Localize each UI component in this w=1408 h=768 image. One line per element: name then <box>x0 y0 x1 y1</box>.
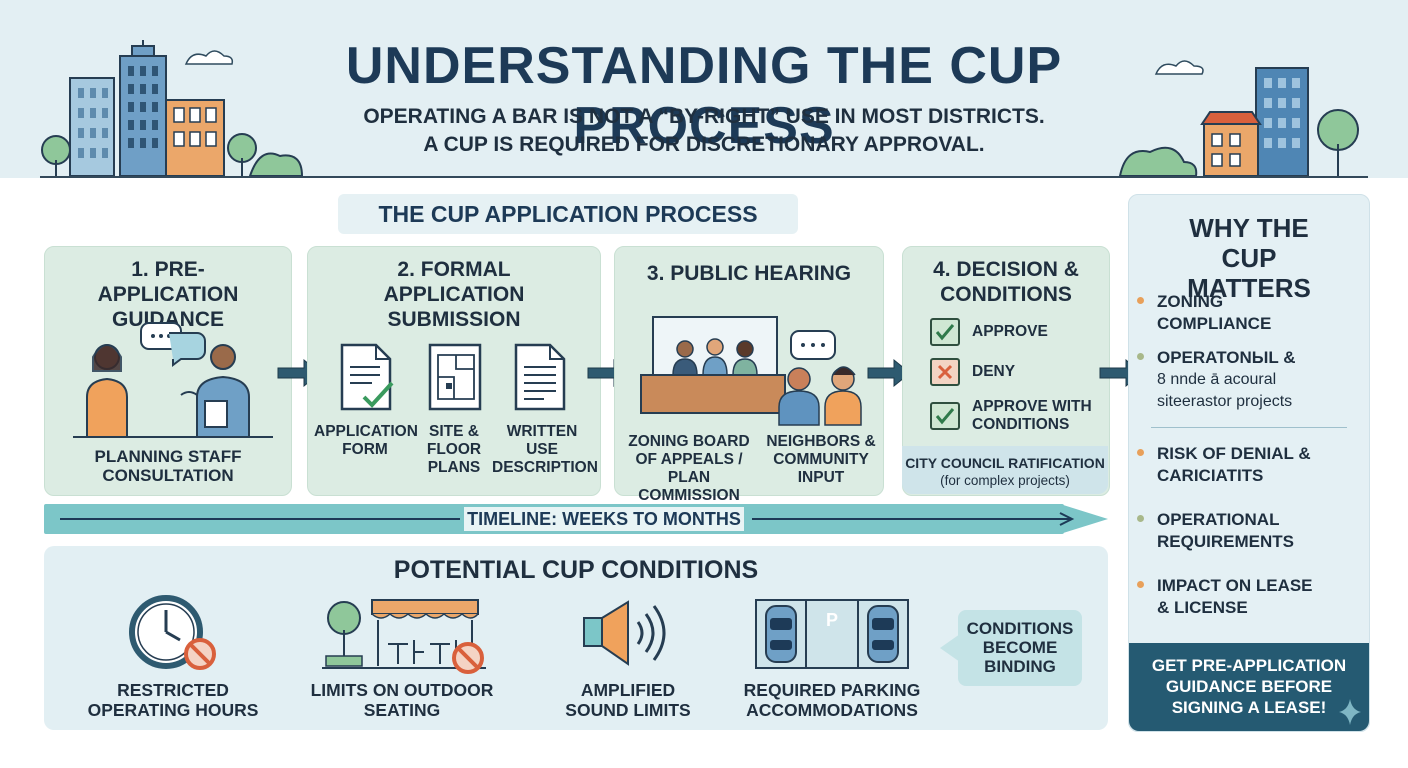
why-item-lease: IMPACT ON LEASE & LICENSE <box>1137 575 1357 619</box>
step-2-title: 2. FORMAL APPLICATION SUBMISSION <box>383 258 525 331</box>
step-4-title: 4. DECISION & CONDITIONS <box>933 258 1079 306</box>
outdoor-seating-icon <box>322 599 486 674</box>
conditions-binding-note: CONDITIONS BECOME BINDING <box>958 610 1082 686</box>
checkmark-icon <box>930 402 960 430</box>
decision-approve: APPROVE <box>930 318 1048 346</box>
public-hearing-illustration <box>640 316 862 426</box>
bullet-dot <box>1137 515 1144 522</box>
decision-approve-with-conditions-label: APPROVE WITH CONDITIONS <box>972 398 1092 433</box>
why-item-requirements: OPERATIONAL REQUIREMENTS <box>1137 509 1357 553</box>
condition-sound-label: AMPLIFIED SOUND LIMITS <box>565 680 691 720</box>
why-item-operational: OPERATONЫL & 8 nnde ā acoural siteerasto… <box>1137 347 1357 413</box>
binding-pointer-icon <box>940 634 960 662</box>
timeline-label: TIMELINE: WEEKS TO MONTHS <box>464 507 744 531</box>
decision-approve-label: APPROVE <box>972 323 1048 340</box>
why-callout: GET PRE-APPLICATION GUIDANCE BEFORE SIGN… <box>1129 643 1369 731</box>
why-item-text: ZONING COMPLIANCE <box>1157 292 1272 333</box>
process-heading: THE CUP APPLICATION PROCESS <box>338 194 798 234</box>
speaker-sound-icon <box>583 600 666 666</box>
why-divider <box>1151 427 1347 428</box>
why-item-zoning: ZONING COMPLIANCE <box>1137 291 1357 335</box>
city-council-ratification: CITY COUNCIL RATIFICATION (for complex p… <box>902 446 1108 494</box>
why-title: WHY THE CUP MATTERS <box>1187 213 1311 303</box>
city-skyline-right-illustration <box>1118 60 1359 177</box>
bullet-dot <box>1137 581 1144 588</box>
zoning-board-label: ZONING BOARD OF APPEALS / PLAN COMMISSIO… <box>628 433 750 504</box>
parking-sign-label: P <box>826 610 838 630</box>
why-item-text: RISK OF DENIAL & CARICIATITS <box>1157 444 1311 485</box>
site-floor-plans-label: SITE & FLOOR PLANS <box>426 423 482 476</box>
written-description-icon <box>514 343 566 411</box>
subtitle-line-2: A CUP IS REQUIRED FOR DISCRETIONARY APPR… <box>423 133 985 156</box>
condition-parking-label: REQUIRED PARKING ACCOMMODATIONS <box>743 680 921 720</box>
timeline-line <box>60 512 1075 526</box>
why-item-risk: RISK OF DENIAL & CARICIATITS <box>1137 443 1357 487</box>
why-cup-matters-panel: WHY THE CUP MATTERS ZONING COMPLIANCE OP… <box>1128 194 1370 732</box>
decision-approve-with-conditions: APPROVE WITH CONDITIONS <box>930 398 1092 434</box>
page-title: UNDERSTANDING THE CUP PROCESS <box>345 37 1063 155</box>
why-item-text: OPERATONЫL & <box>1157 348 1296 367</box>
neighbors-community-label: NEIGHBORS & COMMUNITY INPUT <box>766 433 876 486</box>
conditions-panel: POTENTIAL CUP CONDITIONS <box>44 546 1108 730</box>
floor-plan-icon <box>428 343 482 411</box>
why-item-text: IMPACT ON LEASE & LICENSE <box>1157 576 1313 617</box>
why-callout-text: GET PRE-APPLICATION GUIDANCE BEFORE SIGN… <box>1151 656 1347 717</box>
ratification-note: (for complex projects) <box>940 473 1070 488</box>
checkmark-icon <box>930 318 960 346</box>
ratification-label: CITY COUNCIL RATIFICATION <box>905 455 1105 471</box>
clock-restricted-icon <box>129 595 216 670</box>
step-card-public-hearing: 3. PUBLIC HEARING ZONING BOARD OF APPEAL… <box>614 246 884 504</box>
step-1-title: 1. PRE-APPLICATION GUIDANCE <box>97 258 239 331</box>
page-subtitle: OPERATING A BAR IS NOT A “BY-RIGHT” USE … <box>300 103 1108 159</box>
header-divider <box>40 176 1368 178</box>
application-form-label: APPLICATION FORM <box>314 423 418 458</box>
staff-consultation-illustration <box>73 322 273 438</box>
x-mark-icon <box>930 358 960 386</box>
condition-hours-label: RESTRICTED OPERATING HOURS <box>87 680 259 720</box>
decision-deny-label: DENY <box>972 363 1016 380</box>
bullet-dot <box>1137 449 1144 456</box>
condition-seating-label: LIMITS ON OUTDOOR SEATING <box>310 680 494 720</box>
decision-deny: DENY <box>930 358 1015 386</box>
parking-icon: P <box>755 599 909 669</box>
step-1-caption: PLANNING STAFF CONSULTATION <box>94 447 242 485</box>
conditions-title: POTENTIAL CUP CONDITIONS <box>393 556 759 584</box>
step-card-formal-application: 2. FORMAL APPLICATION SUBMISSION APPLICA… <box>307 246 601 496</box>
step-card-pre-application: 1. PRE-APPLICATION GUIDANCE PLANNING STA… <box>44 246 292 496</box>
application-form-icon <box>340 343 394 411</box>
bullet-dot <box>1137 353 1144 360</box>
written-use-description-label: WRITTEN USE DESCRIPTION <box>492 423 598 476</box>
sparkle-icon <box>1339 699 1361 725</box>
why-item-subtext: 8 nnde ā acoural siteerastor projects <box>1157 371 1293 410</box>
subtitle-line-1: OPERATING A BAR IS NOT A “BY-RIGHT” USE … <box>363 105 1045 128</box>
step-3-title: 3. PUBLIC HEARING <box>646 262 852 285</box>
city-skyline-left-illustration <box>41 40 304 177</box>
why-item-text: OPERATIONAL REQUIREMENTS <box>1157 510 1294 551</box>
bullet-dot <box>1137 297 1144 304</box>
timeline-arrow-icon <box>1060 504 1108 534</box>
